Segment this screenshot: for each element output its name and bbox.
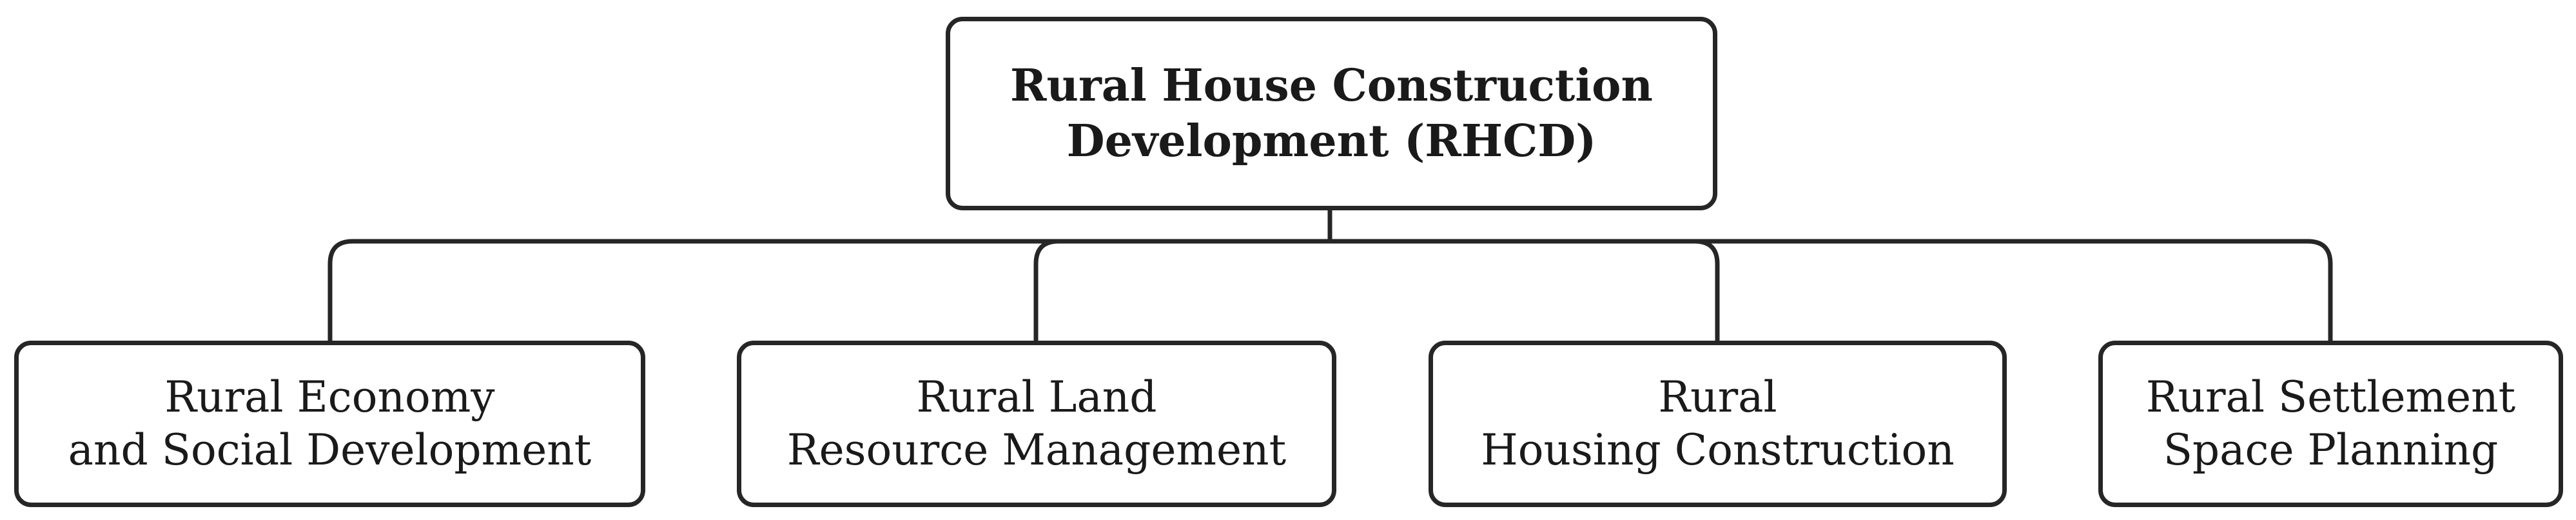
child-node-label-line-2: and Social Development [68,425,592,475]
child-node-label-line-2: Resource Management [786,425,1287,475]
child-node-label-line-1: Rural Settlement [2145,372,2516,422]
child-node-rural-economy: Rural Economy and Social Development [14,341,645,507]
child-node-rural-land: Rural Land Resource Management [737,341,1336,507]
child-node-rural-settlement: Rural Settlement Space Planning [2098,341,2563,507]
child-node-label-line-1: Rural Land [916,372,1157,422]
child-node-label-line-1: Rural Economy [164,372,495,422]
connector-branch-0 [327,239,1332,343]
connector-branch-1 [1033,239,1332,343]
child-node-label-line-1: Rural [1658,372,1777,422]
root-node-label-line-2: Development (RHCD) [1066,115,1597,167]
connector-branch-2 [1327,239,1720,343]
root-node: Rural House Construction Development (RH… [946,17,1717,210]
child-node-rural-housing: Rural Housing Construction [1429,341,2007,507]
connector-branch-3 [1327,239,2333,343]
child-node-label-line-2: Housing Construction [1481,425,1955,475]
child-node-label-line-2: Space Planning [2163,425,2499,475]
root-node-label-line-1: Rural House Construction [1010,60,1653,112]
